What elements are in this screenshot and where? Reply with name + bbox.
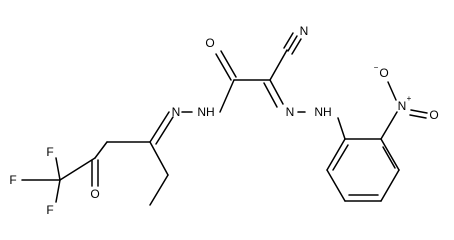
atom-n-nitro: N [398, 99, 407, 113]
bond-ring-5 [326, 169, 346, 202]
bond-ring-nitro [380, 111, 398, 140]
bond-amide-co-b [220, 50, 237, 78]
bond-central-n-a [269, 79, 284, 105]
bond-amide-co-a [215, 53, 232, 81]
bond-imine-cn-a [149, 111, 170, 143]
bond-cf3-f-bottom [55, 179, 61, 203]
atom-o-nitro-minus-charge: − [374, 63, 379, 72]
bond-nitro-o-minus [387, 81, 397, 101]
bond-nh-amide-c [219, 79, 235, 113]
bond-central-nitrile-c [269, 49, 288, 81]
atom-o-ketone: O [90, 187, 99, 201]
bond-nh-ring [337, 117, 346, 140]
atom-o-nitro-minus: O [379, 66, 388, 80]
atom-f-top: F [46, 145, 53, 159]
atom-n-azo: N [286, 105, 295, 119]
bond-cf3-f-top [55, 157, 61, 181]
bond-nitro-o-double-b [409, 114, 427, 119]
molecule-diagram: F F F O O N N NH N NH N + − O O [9, 24, 438, 217]
bond-ethyl-ch3 [149, 174, 169, 206]
bond-nitrile-1 [283, 32, 294, 49]
bond-layer [21, 32, 428, 206]
bond-nitrile-3 [291, 38, 302, 55]
bond-imine-cn-b [155, 116, 174, 145]
bond-ring-inner-1 [382, 146, 396, 169]
bond-ring-6 [326, 138, 346, 171]
bond-cf3-carbonyl [59, 157, 96, 181]
bond-carbonyl-ch2 [94, 141, 108, 159]
atom-nh-hydrazide: NH [197, 105, 214, 119]
bond-ring-3 [380, 169, 400, 202]
atom-n-nitro-charge: + [407, 94, 412, 103]
bond-ring-2 [380, 138, 400, 171]
atom-nh-aryl: NH [314, 105, 331, 119]
atom-n-nitrile: N [300, 24, 309, 38]
atom-n-imine: N [172, 105, 181, 119]
bond-imine-c-ethyl [149, 141, 169, 176]
bond-central-n-b [263, 82, 278, 108]
bond-nitro-o-double-a [410, 109, 428, 114]
atom-f-left: F [9, 173, 16, 187]
bond-ring-inner-3 [332, 144, 349, 171]
chemical-structure-canvas: F F F O O N N NH N NH N + − O O [9, 24, 438, 217]
bond-nitrile-2 [287, 35, 298, 52]
atom-o-amide: O [205, 36, 214, 50]
atom-o-nitro-double: O [429, 108, 438, 122]
atom-f-bottom: F [46, 203, 53, 217]
atom-label-layer: F F F O O N N NH N NH N + − O O [9, 24, 438, 217]
